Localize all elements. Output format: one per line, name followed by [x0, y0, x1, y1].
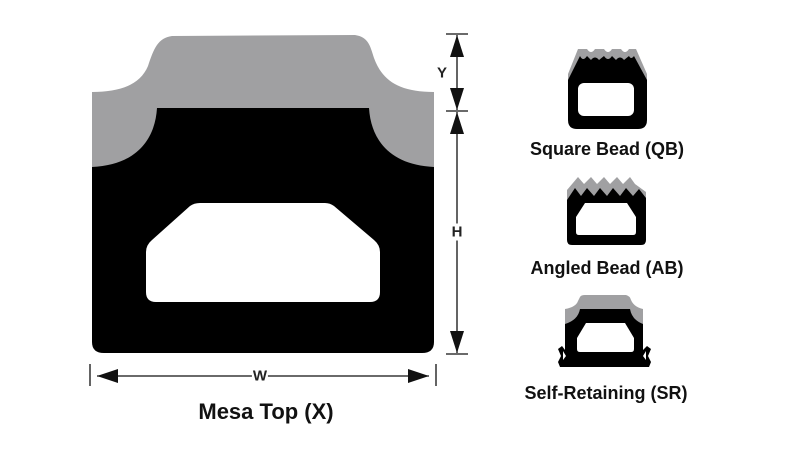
angled-bead-hollow — [576, 203, 636, 235]
square-bead-profile — [568, 49, 647, 129]
mesa-top-caption: Mesa Top (X) — [198, 399, 334, 424]
self-retaining-caption: Self-Retaining (SR) — [524, 383, 688, 403]
dimension-arrowheads — [450, 35, 464, 353]
self-retaining-hollow — [577, 323, 634, 352]
dimension-label-y: Y — [435, 64, 449, 82]
angled-bead-caption: Angled Bead (AB) — [530, 258, 684, 278]
dimension-label-w: W — [251, 367, 269, 385]
angled-bead-profile — [567, 177, 646, 245]
mesa-top-profile — [92, 35, 434, 353]
square-bead-hollow — [578, 83, 634, 116]
self-retaining-flange-notch-left — [563, 351, 566, 360]
self-retaining-flange-notch-right — [643, 351, 646, 360]
vertical-dimensions — [446, 33, 468, 355]
square-bead-caption: Square Bead (QB) — [529, 139, 685, 159]
dimension-label-h: H — [450, 223, 464, 241]
mesa-top-hollow — [146, 203, 380, 302]
self-retaining-profile — [558, 295, 651, 367]
